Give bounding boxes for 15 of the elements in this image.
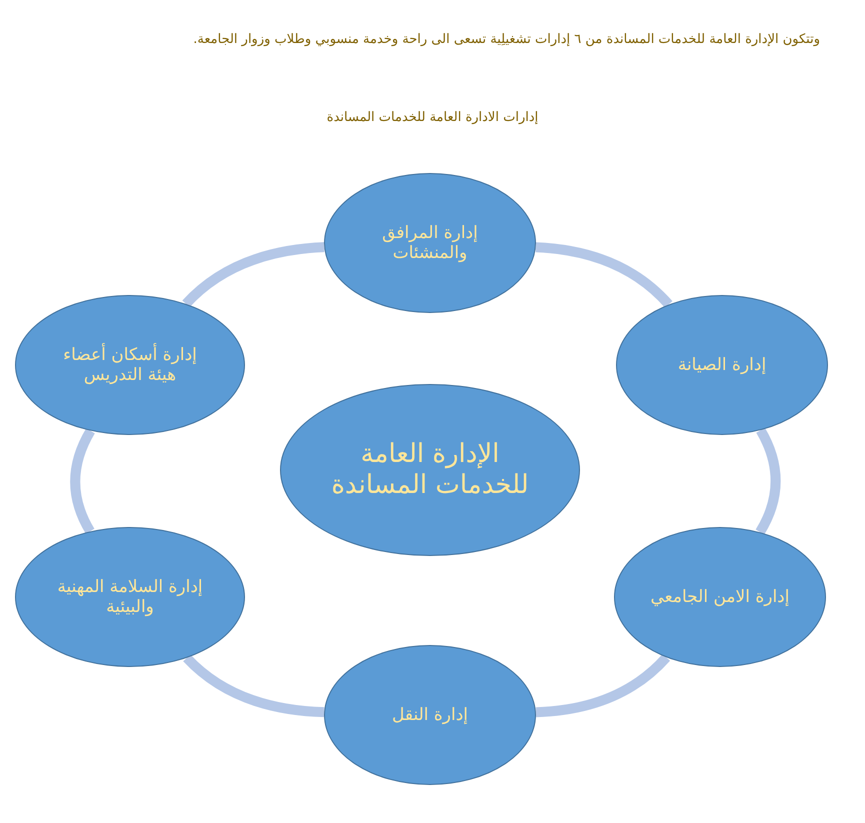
department-name: إدارة النقل [390, 704, 470, 726]
department-name: إدارة الامن الجامعي [650, 586, 790, 608]
heading: إدارات الادارة العامة للخدمات المساندة [326, 110, 540, 125]
department-name: الإدارة العامة للخدمات المساندة [330, 438, 530, 502]
intro-text: وتتكون الإدارة العامة للخدمات المساندة من ٦ إدارات تشغيلِية تسعى الى راحة وخدمة منسوبي وطلاب وزوار الجامعة. [193, 32, 820, 47]
ring-connector [70, 428, 95, 534]
department-name: إدارة المرافق والمنشئات [381, 222, 479, 264]
department-name: إدارة الصيانة [676, 354, 768, 376]
department-name: إدارة أسكان أعضاء هيئة التدريس [62, 344, 198, 386]
department-name: إدارة السلامة المهنية والبيئية [56, 576, 204, 618]
ring-connector [756, 428, 781, 535]
ring-connector [536, 654, 670, 718]
ring-connector [535, 242, 672, 308]
ring-connector [183, 654, 324, 718]
ring-connector [182, 242, 324, 308]
